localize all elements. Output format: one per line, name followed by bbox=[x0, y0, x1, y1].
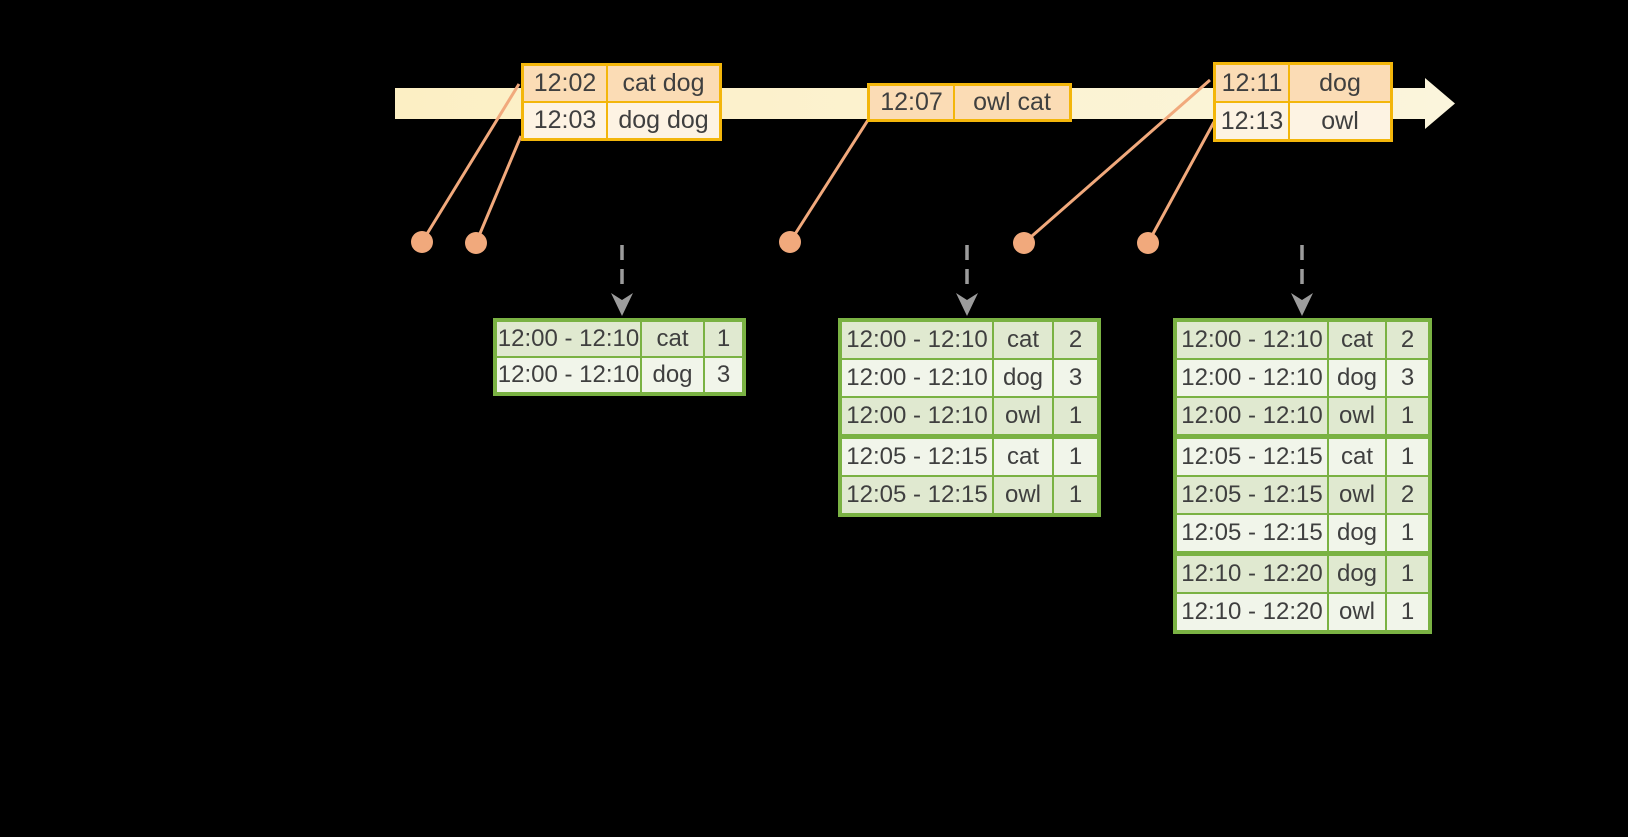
cell-words: cat dog bbox=[608, 66, 719, 101]
cell-window: 12:00 - 12:10 bbox=[842, 398, 992, 434]
cell-word: dog bbox=[994, 360, 1052, 396]
cell-time: 12:02 bbox=[524, 66, 606, 101]
flow-arrowhead-icon bbox=[1291, 293, 1313, 316]
cell-window: 12:00 - 12:10 bbox=[842, 322, 992, 358]
cell-count: 1 bbox=[1387, 556, 1428, 592]
cell-word: cat bbox=[994, 322, 1052, 358]
cell-time: 12:13 bbox=[1216, 103, 1288, 139]
event-dot bbox=[1013, 232, 1035, 254]
event-connector-line bbox=[420, 83, 521, 243]
cell-word: cat bbox=[1329, 439, 1385, 475]
cell-word: cat bbox=[994, 439, 1052, 475]
cell-count: 1 bbox=[1387, 594, 1428, 630]
cell-count: 1 bbox=[1387, 515, 1428, 551]
cell-window: 12:00 - 12:10 bbox=[1177, 322, 1327, 358]
cell-word: owl bbox=[994, 477, 1052, 513]
event-connector-line bbox=[788, 119, 870, 243]
cell-words: owl bbox=[1290, 103, 1390, 139]
cell-count: 1 bbox=[1387, 439, 1428, 475]
cell-word: owl bbox=[1329, 477, 1385, 513]
cell-window: 12:00 - 12:10 bbox=[497, 322, 640, 356]
cell-window: 12:00 - 12:10 bbox=[497, 358, 640, 392]
cell-window: 12:00 - 12:10 bbox=[842, 360, 992, 396]
cell-time: 12:07 bbox=[870, 86, 953, 119]
cell-time: 12:11 bbox=[1216, 65, 1288, 101]
cell-count: 1 bbox=[1054, 477, 1097, 513]
cell-words: dog dog bbox=[608, 103, 719, 138]
event-dot bbox=[1137, 232, 1159, 254]
event-connector-line bbox=[474, 135, 523, 244]
cell-words: dog bbox=[1290, 65, 1390, 101]
event-connector-line bbox=[1023, 78, 1211, 245]
cell-window: 12:10 - 12:20 bbox=[1177, 594, 1327, 630]
cell-window: 12:05 - 12:15 bbox=[1177, 477, 1327, 513]
cell-word: owl bbox=[994, 398, 1052, 434]
cell-words: owl cat bbox=[955, 86, 1069, 119]
event-connector-line bbox=[1146, 121, 1216, 244]
cell-word: dog bbox=[642, 358, 703, 392]
cell-count: 1 bbox=[705, 322, 742, 356]
cell-window: 12:10 - 12:20 bbox=[1177, 556, 1327, 592]
event-dot bbox=[465, 232, 487, 254]
flow-arrowhead-icon bbox=[956, 293, 978, 316]
cell-word: dog bbox=[1329, 556, 1385, 592]
cell-word: cat bbox=[1329, 322, 1385, 358]
cell-word: dog bbox=[1329, 515, 1385, 551]
cell-count: 3 bbox=[1387, 360, 1428, 396]
cell-count: 1 bbox=[1054, 398, 1097, 434]
cell-count: 1 bbox=[1387, 398, 1428, 434]
cell-word: owl bbox=[1329, 594, 1385, 630]
cell-count: 2 bbox=[1387, 477, 1428, 513]
cell-count: 2 bbox=[1054, 322, 1097, 358]
cell-time: 12:03 bbox=[524, 103, 606, 138]
cell-window: 12:05 - 12:15 bbox=[1177, 439, 1327, 475]
cell-word: cat bbox=[642, 322, 703, 356]
flow-arrowhead-icon bbox=[611, 293, 633, 316]
event-dot bbox=[779, 231, 801, 253]
cell-word: owl bbox=[1329, 398, 1385, 434]
cell-window: 12:00 - 12:10 bbox=[1177, 360, 1327, 396]
cell-count: 1 bbox=[1054, 439, 1097, 475]
event-dot bbox=[411, 231, 433, 253]
cell-window: 12:05 - 12:15 bbox=[842, 477, 992, 513]
cell-window: 12:05 - 12:15 bbox=[1177, 515, 1327, 551]
cell-count: 2 bbox=[1387, 322, 1428, 358]
cell-word: dog bbox=[1329, 360, 1385, 396]
cell-count: 3 bbox=[1054, 360, 1097, 396]
cell-window: 12:00 - 12:10 bbox=[1177, 398, 1327, 434]
cell-window: 12:05 - 12:15 bbox=[842, 439, 992, 475]
cell-count: 3 bbox=[705, 358, 742, 392]
